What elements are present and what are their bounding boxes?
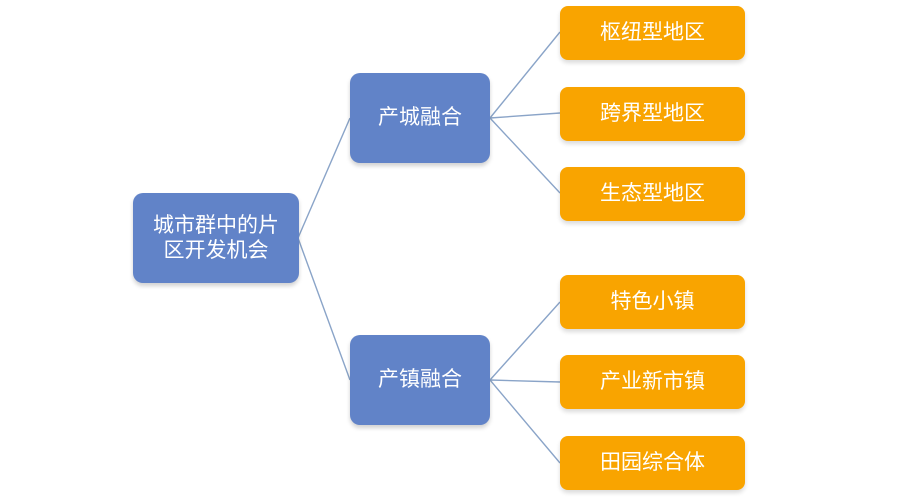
branch-label: 产镇融合	[378, 367, 462, 392]
root-label-line-1: 城市群中的片	[153, 212, 279, 237]
leaf-label: 田园综合体	[600, 450, 705, 475]
connector-branch-2-child-1	[489, 301, 561, 381]
leaf-label: 枢纽型地区	[600, 20, 705, 45]
leaf-label: 跨界型地区	[600, 101, 705, 126]
leaf-node: 产业新市镇	[560, 355, 745, 409]
leaf-node: 田园综合体	[560, 436, 745, 490]
branch-node-chancheng: 产城融合	[350, 73, 490, 163]
connector-branch-1-child-3	[489, 117, 561, 194]
root-label-line-2: 区开发机会	[163, 238, 269, 262]
root-node: 城市群中的片 区开发机会	[133, 193, 299, 283]
branch-node-chanzhen: 产镇融合	[350, 335, 490, 425]
leaf-node: 生态型地区	[560, 167, 745, 221]
leaf-node: 特色小镇	[560, 275, 745, 329]
leaf-label: 产业新市镇	[600, 369, 705, 394]
connector-root-branch-2	[297, 237, 351, 381]
leaf-label: 生态型地区	[600, 181, 705, 206]
connector-branch-1-child-2	[489, 112, 561, 119]
branch-label: 产城融合	[378, 105, 462, 130]
leaf-label: 特色小镇	[610, 289, 695, 314]
leaf-node: 枢纽型地区	[560, 6, 745, 60]
connector-branch-1-child-1	[489, 31, 561, 119]
connector-branch-2-child-3	[489, 379, 561, 464]
connector-root-branch-1	[297, 117, 351, 239]
leaf-node: 跨界型地区	[560, 87, 745, 141]
connector-branch-2-child-2	[489, 379, 561, 383]
